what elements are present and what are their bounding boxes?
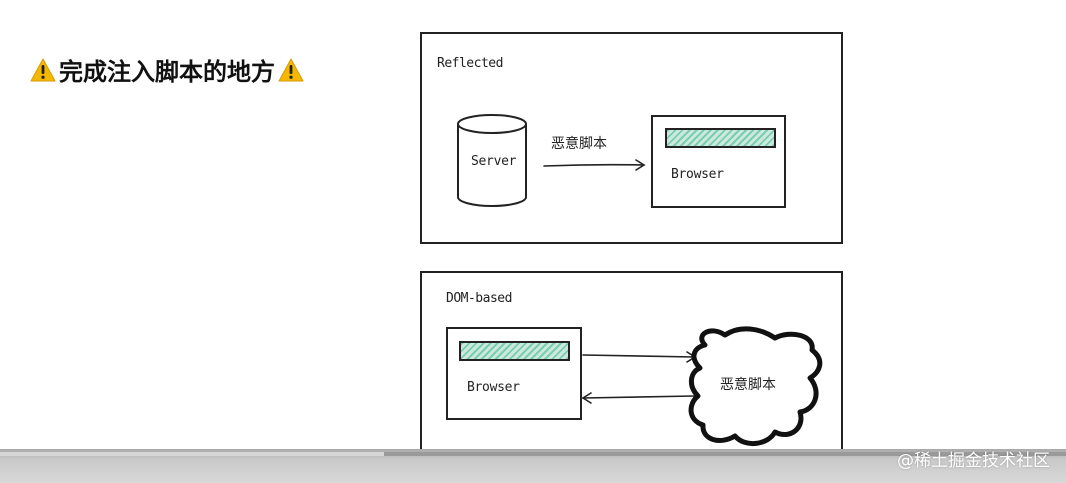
reflected-address-bar — [665, 128, 776, 148]
dom-arrow-to-cloud — [582, 351, 697, 363]
reflected-panel-label: Reflected — [437, 56, 503, 71]
dom-based-panel-label: DOM-based — [446, 291, 512, 306]
reflected-arrow — [543, 159, 646, 171]
dom-arrow-from-cloud — [581, 392, 695, 404]
malicious-script-cloud — [688, 326, 823, 446]
heading-text: 完成注入脚本的地方 — [59, 58, 275, 86]
warning-icon — [30, 58, 56, 82]
page-heading: 完成注入脚本的地方 — [30, 52, 304, 87]
reflected-arrow-label: 恶意脚本 — [551, 136, 607, 152]
server-label: Server — [471, 154, 517, 169]
watermark: @稀土掘金技术社区 — [897, 451, 1050, 471]
dom-based-address-bar — [459, 341, 570, 361]
reflected-browser-label: Browser — [671, 167, 724, 182]
dom-based-browser-label: Browser — [467, 380, 520, 395]
progress-track[interactable] — [0, 452, 1066, 456]
cloud-label: 恶意脚本 — [720, 377, 776, 393]
progress-fill — [0, 452, 384, 456]
server-cylinder — [457, 114, 527, 207]
warning-icon — [278, 58, 304, 82]
